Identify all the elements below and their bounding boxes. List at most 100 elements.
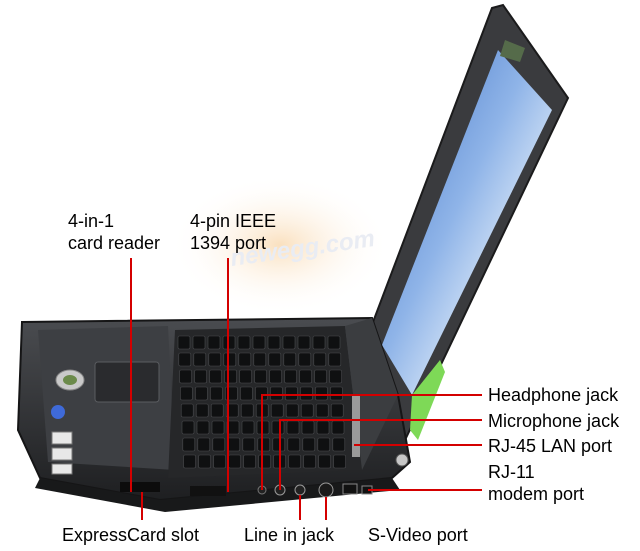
keyboard-key (225, 403, 239, 418)
keyboard-key (241, 420, 255, 435)
keyboard-key (286, 420, 300, 435)
keyboard-key (242, 437, 256, 452)
keyboard-key (193, 352, 207, 367)
keyboard-key (303, 454, 316, 469)
keyboard-key (282, 335, 296, 350)
keyboard-key (227, 437, 241, 452)
label-expresscard-slot: ExpressCard slot (62, 525, 200, 545)
keyboard-key (238, 352, 252, 367)
keyboard-key (198, 454, 211, 469)
keyboard-key (210, 403, 224, 418)
label-rj11-line2: modem port (488, 484, 585, 504)
keyboard-key (268, 352, 282, 367)
keyboard-key (209, 369, 222, 384)
keyboard-key (223, 352, 237, 367)
keyboard-key (224, 369, 237, 384)
keyboard-key (312, 335, 326, 350)
label-card-reader-line2: card reader (68, 233, 161, 253)
keyboard-key (179, 369, 192, 384)
keyboard-key (196, 420, 210, 435)
touchpad (94, 361, 160, 403)
laptop-screen (382, 50, 552, 395)
leader-lines (130, 258, 482, 520)
keyboard-key (284, 369, 297, 384)
keyboard-key (267, 335, 281, 350)
keyboard-key (212, 437, 226, 452)
label-headphone-jack: Headphone jack (488, 385, 619, 405)
keyboard-key (183, 454, 196, 469)
keyboard-key (207, 335, 221, 350)
keyboard-key (210, 386, 223, 401)
keyboard-key (211, 420, 225, 435)
keyboard-key (283, 352, 297, 367)
keyboard-key (180, 386, 193, 401)
keyboard-key (285, 386, 298, 401)
keyboard-key (302, 437, 316, 452)
keyboard-key (208, 352, 222, 367)
keyboard-key (285, 403, 299, 418)
keyboard-key (327, 335, 341, 350)
keyboard-key (300, 386, 313, 401)
keyboard-key (330, 386, 343, 401)
keyboard-key (270, 403, 284, 418)
keyboard-key (300, 403, 314, 418)
keyboard-key (181, 420, 195, 435)
keyboard-key (301, 420, 315, 435)
keyboard-key (269, 369, 282, 384)
keyboard-key (313, 352, 327, 367)
keyboard-key (253, 352, 267, 367)
keyboard-key (272, 437, 286, 452)
label-microphone-jack: Microphone jack (488, 411, 620, 431)
keyboard-key (299, 369, 312, 384)
leader-microphone (279, 419, 482, 490)
keyboard-key (317, 437, 331, 452)
keyboard-key (194, 369, 207, 384)
keyboard-key (195, 403, 209, 418)
keyboard-key (297, 335, 311, 350)
keyboard-key (182, 437, 196, 452)
keyboard-key (316, 420, 330, 435)
keyboard-key (331, 420, 345, 435)
keyboard-key (315, 386, 328, 401)
keyboard-key (287, 437, 301, 452)
keyboard-key (195, 386, 208, 401)
expresscard-slot-port (120, 482, 160, 492)
keyboard-key (330, 403, 344, 418)
label-card-reader-line1: 4-in-1 (68, 211, 115, 231)
keyboard-key (192, 335, 206, 350)
keyboard-key (228, 454, 241, 469)
keyboard-key (237, 335, 251, 350)
keyboard-key (254, 369, 267, 384)
keyboard-key (329, 369, 342, 384)
keyboard-key (252, 335, 266, 350)
keyboard-key (178, 352, 192, 367)
keyboard-key (243, 454, 256, 469)
label-rj11-line1: RJ-11 (488, 462, 535, 482)
keyboard-key (315, 403, 329, 418)
label-ieee1394-line2: 1394 port (190, 233, 267, 253)
keyboard-key (318, 454, 331, 469)
keyboard-key (239, 369, 252, 384)
keyboard-key (333, 454, 346, 469)
keyboard-key (298, 352, 312, 367)
keyboard-key (240, 403, 254, 418)
keyboard-key (328, 352, 342, 367)
keyboard-key (271, 420, 285, 435)
label-svideo-port: S-Video port (368, 525, 468, 545)
label-line-in-jack: Line in jack (244, 525, 335, 545)
keyboard-key (332, 437, 346, 452)
keyboard-key (177, 335, 191, 350)
keyboard-key (270, 386, 283, 401)
label-ieee1394-line1: 4-pin IEEE (190, 211, 277, 231)
keyboard-key (257, 437, 271, 452)
keyboard-key (314, 369, 327, 384)
keyboard-key (258, 454, 271, 469)
watermark-logo (170, 175, 390, 315)
keyboard-key (240, 386, 253, 401)
keyboard-key (288, 454, 301, 469)
keyboard-key (180, 403, 194, 418)
keyboard-key (213, 454, 226, 469)
leader-headphone (261, 394, 482, 490)
